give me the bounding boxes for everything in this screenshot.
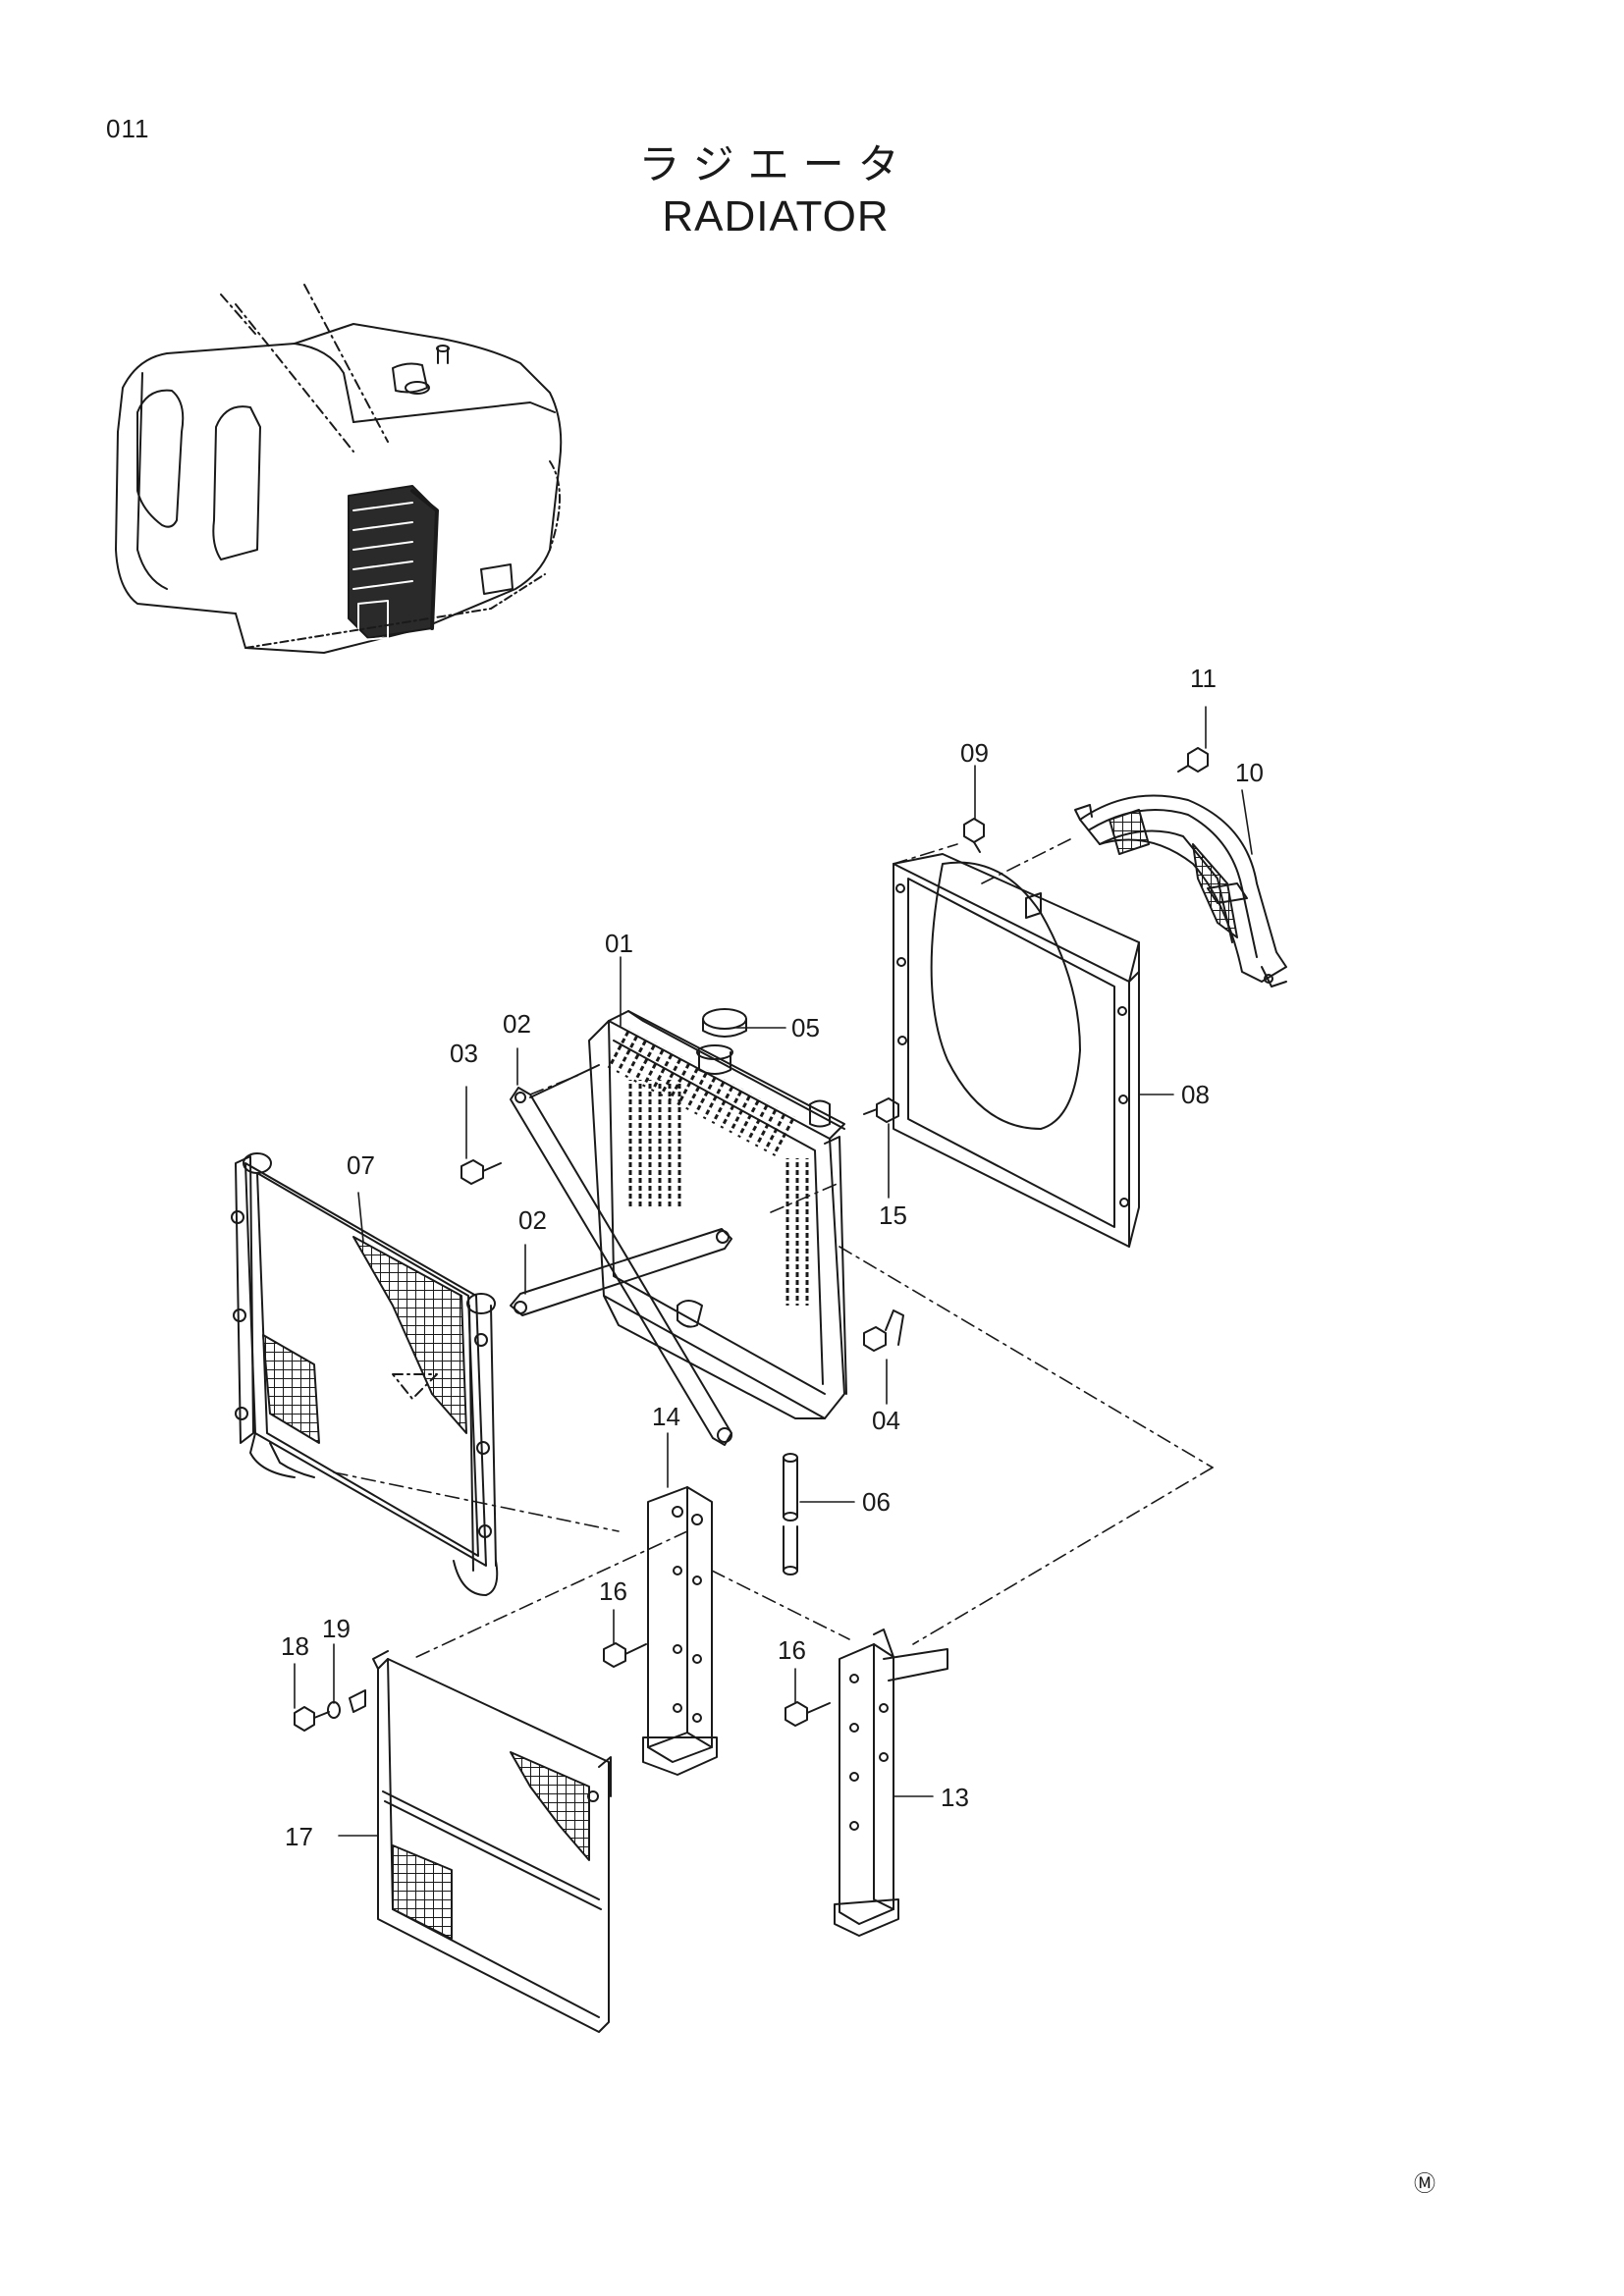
callout-10: 10 bbox=[1235, 758, 1264, 787]
radiator-cap-05 bbox=[702, 1008, 747, 1038]
callout-02-lower: 02 bbox=[518, 1205, 547, 1235]
callout-labels: 01 02 03 02 07 05 08 09 11 10 15 04 14 0… bbox=[281, 664, 1264, 1851]
leader-lines bbox=[294, 706, 1253, 1837]
bolt-16-left bbox=[603, 1642, 647, 1668]
callout-03: 03 bbox=[450, 1039, 478, 1068]
page-number: 011 bbox=[106, 114, 150, 143]
oil-cooler-07 bbox=[231, 1152, 499, 1596]
callout-09: 09 bbox=[960, 738, 989, 768]
support-13 bbox=[834, 1629, 948, 1937]
bolt-03 bbox=[460, 1159, 502, 1185]
callout-18: 18 bbox=[281, 1631, 309, 1661]
bolt-11 bbox=[1177, 747, 1209, 773]
callout-01: 01 bbox=[605, 929, 633, 958]
title-english: RADIATOR bbox=[662, 192, 890, 240]
callout-16-left: 16 bbox=[599, 1576, 627, 1606]
bolt-16-right bbox=[785, 1701, 831, 1727]
manual-mark: Ⓜ bbox=[1414, 2171, 1435, 2196]
callout-04: 04 bbox=[872, 1406, 900, 1435]
callout-13: 13 bbox=[941, 1783, 969, 1812]
callout-11: 11 bbox=[1190, 664, 1217, 693]
bolt-18 bbox=[294, 1706, 330, 1732]
fan-shroud-08 bbox=[893, 853, 1140, 1248]
support-14 bbox=[642, 1486, 718, 1776]
callout-15: 15 bbox=[879, 1201, 907, 1230]
radiator-stay-02-upper bbox=[510, 1064, 732, 1446]
callout-07: 07 bbox=[347, 1150, 375, 1180]
assembly-lines bbox=[333, 838, 1214, 1660]
callout-14: 14 bbox=[652, 1402, 680, 1431]
callout-05: 05 bbox=[791, 1013, 820, 1042]
hose-06 bbox=[783, 1453, 798, 1575]
bolt-04 bbox=[863, 1309, 904, 1352]
fan-guard-10 bbox=[1074, 794, 1287, 988]
callout-17: 17 bbox=[285, 1822, 313, 1851]
radiator-stay-02-lower bbox=[510, 1228, 732, 1316]
radiator-core-01 bbox=[588, 1010, 847, 1419]
excavator-overview-illustration bbox=[115, 284, 563, 654]
callout-08: 08 bbox=[1181, 1080, 1210, 1109]
callout-16-right: 16 bbox=[778, 1635, 806, 1665]
callout-06: 06 bbox=[862, 1487, 891, 1517]
bolt-15 bbox=[863, 1097, 899, 1123]
callout-02-upper: 02 bbox=[503, 1009, 531, 1039]
screen-17 bbox=[372, 1650, 612, 2033]
title-japanese: ラジエータ bbox=[638, 140, 913, 188]
callout-19: 19 bbox=[322, 1614, 351, 1643]
bolt-09 bbox=[963, 818, 985, 853]
